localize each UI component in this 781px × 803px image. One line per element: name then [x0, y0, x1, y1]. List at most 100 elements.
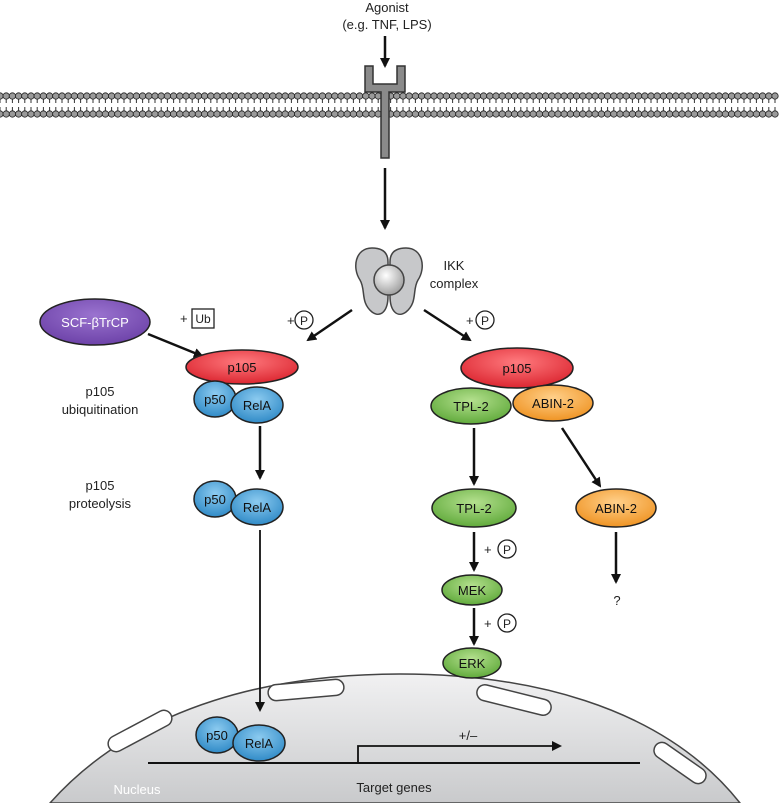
phospho-icon-mek: [497, 539, 517, 559]
lipid-head: [758, 92, 767, 100]
lipid-head: [696, 92, 705, 100]
lipid-head: [473, 92, 481, 100]
lipid-head: [665, 110, 674, 118]
lipid-head: [399, 92, 407, 100]
lipid-head: [21, 110, 29, 118]
lipid-head: [622, 92, 630, 100]
lipid-head: [362, 92, 370, 100]
lipid-head: [15, 92, 23, 100]
lipid-head: [120, 92, 128, 100]
lipid-head: [653, 92, 661, 100]
lipid-head: [256, 110, 264, 118]
abin2-bound-label: ABIN-2: [532, 396, 574, 411]
lipid-head: [554, 92, 562, 100]
lipid-head: [721, 92, 730, 100]
lipid-head: [455, 92, 463, 100]
lipid-head: [132, 92, 140, 100]
lipid-head: [430, 110, 438, 118]
lipid-head: [21, 92, 29, 100]
proteolysis-label-2: proteolysis: [69, 496, 132, 511]
ubiquitination-label-2: ubiquitination: [62, 402, 139, 417]
abin2-bound-node: [512, 384, 594, 422]
lipid-head: [758, 110, 767, 118]
lipid-head: [641, 92, 649, 100]
lipid-head: [715, 92, 723, 100]
lipid-head: [312, 110, 320, 118]
lipid-head: [83, 92, 91, 100]
lipid-head: [250, 110, 258, 118]
lipid-head: [684, 110, 692, 118]
nuclear-pore-4: [653, 741, 707, 785]
phospho-icon-erk: [497, 613, 517, 633]
ikk-complex: [355, 247, 423, 316]
lipid-head: [529, 92, 537, 100]
lipid-head: [585, 110, 593, 118]
lipid-head: [269, 92, 277, 100]
abin2-release-arrow: [560, 427, 602, 488]
lipid-head: [566, 92, 575, 100]
lipid-head: [293, 92, 302, 100]
lipid-head: [566, 110, 575, 118]
phospho-p-mek: P: [503, 543, 511, 557]
lipid-head: [368, 92, 376, 100]
nuclear-pore-1: [107, 709, 173, 753]
lipid-head: [306, 110, 314, 118]
lipid-head: [541, 92, 550, 100]
lipid-head: [145, 92, 153, 100]
lipid-head: [324, 92, 333, 100]
lipid-head: [393, 110, 401, 118]
lipid-head: [529, 110, 537, 118]
lipid-head: [634, 92, 643, 100]
abin2-free-label: ABIN-2: [595, 501, 637, 516]
lipid-head: [746, 110, 754, 118]
lipid-head: [442, 92, 450, 100]
lipid-head: [39, 92, 48, 100]
lipid-head: [771, 110, 779, 118]
lipid-head: [337, 92, 345, 100]
lipid-head: [331, 92, 339, 100]
lipid-head: [436, 92, 444, 100]
lipid-head: [579, 110, 587, 118]
lipid-head: [734, 110, 742, 118]
erk-label: ERK: [459, 656, 486, 671]
lipid-head: [2, 110, 10, 118]
lipid-head: [45, 92, 54, 100]
lipid-head: [163, 110, 171, 118]
lipid-head: [318, 110, 326, 118]
lipid-head: [207, 110, 215, 118]
lipid-head: [145, 110, 153, 118]
lipid-head: [641, 110, 649, 118]
lipid-head: [405, 110, 413, 118]
lipid-head: [194, 110, 202, 118]
lipid-head: [52, 92, 60, 100]
lipid-head: [176, 110, 184, 118]
mek-node: [441, 574, 503, 606]
lipid-head: [523, 110, 531, 118]
lipid-head: [120, 110, 128, 118]
lipid-head: [39, 110, 48, 118]
lipid-head: [653, 110, 661, 118]
lipid-head: [151, 92, 159, 100]
nucleus-label: Nucleus: [114, 782, 161, 797]
mek-label: MEK: [458, 583, 487, 598]
lipid-head: [461, 110, 469, 118]
lipid-head: [362, 110, 370, 118]
lipid-head: [424, 92, 432, 100]
lipid-head: [349, 92, 357, 100]
lipid-head: [554, 110, 562, 118]
lipid-head: [293, 110, 302, 118]
lipid-head: [318, 92, 326, 100]
lipid-head: [225, 110, 233, 118]
tpl2-bound-node: [430, 387, 512, 425]
lipid-head: [647, 110, 655, 118]
lipid-head: [628, 92, 637, 100]
lipid-head: [510, 92, 519, 100]
agonist-label: Agonist: [365, 0, 409, 15]
receptor: [364, 65, 406, 159]
lipid-head: [603, 110, 612, 118]
lipid-head: [188, 110, 196, 118]
lipid-head: [15, 110, 23, 118]
lipid-head: [126, 110, 134, 118]
lipid-head: [219, 92, 227, 100]
lipid-head: [591, 92, 599, 100]
